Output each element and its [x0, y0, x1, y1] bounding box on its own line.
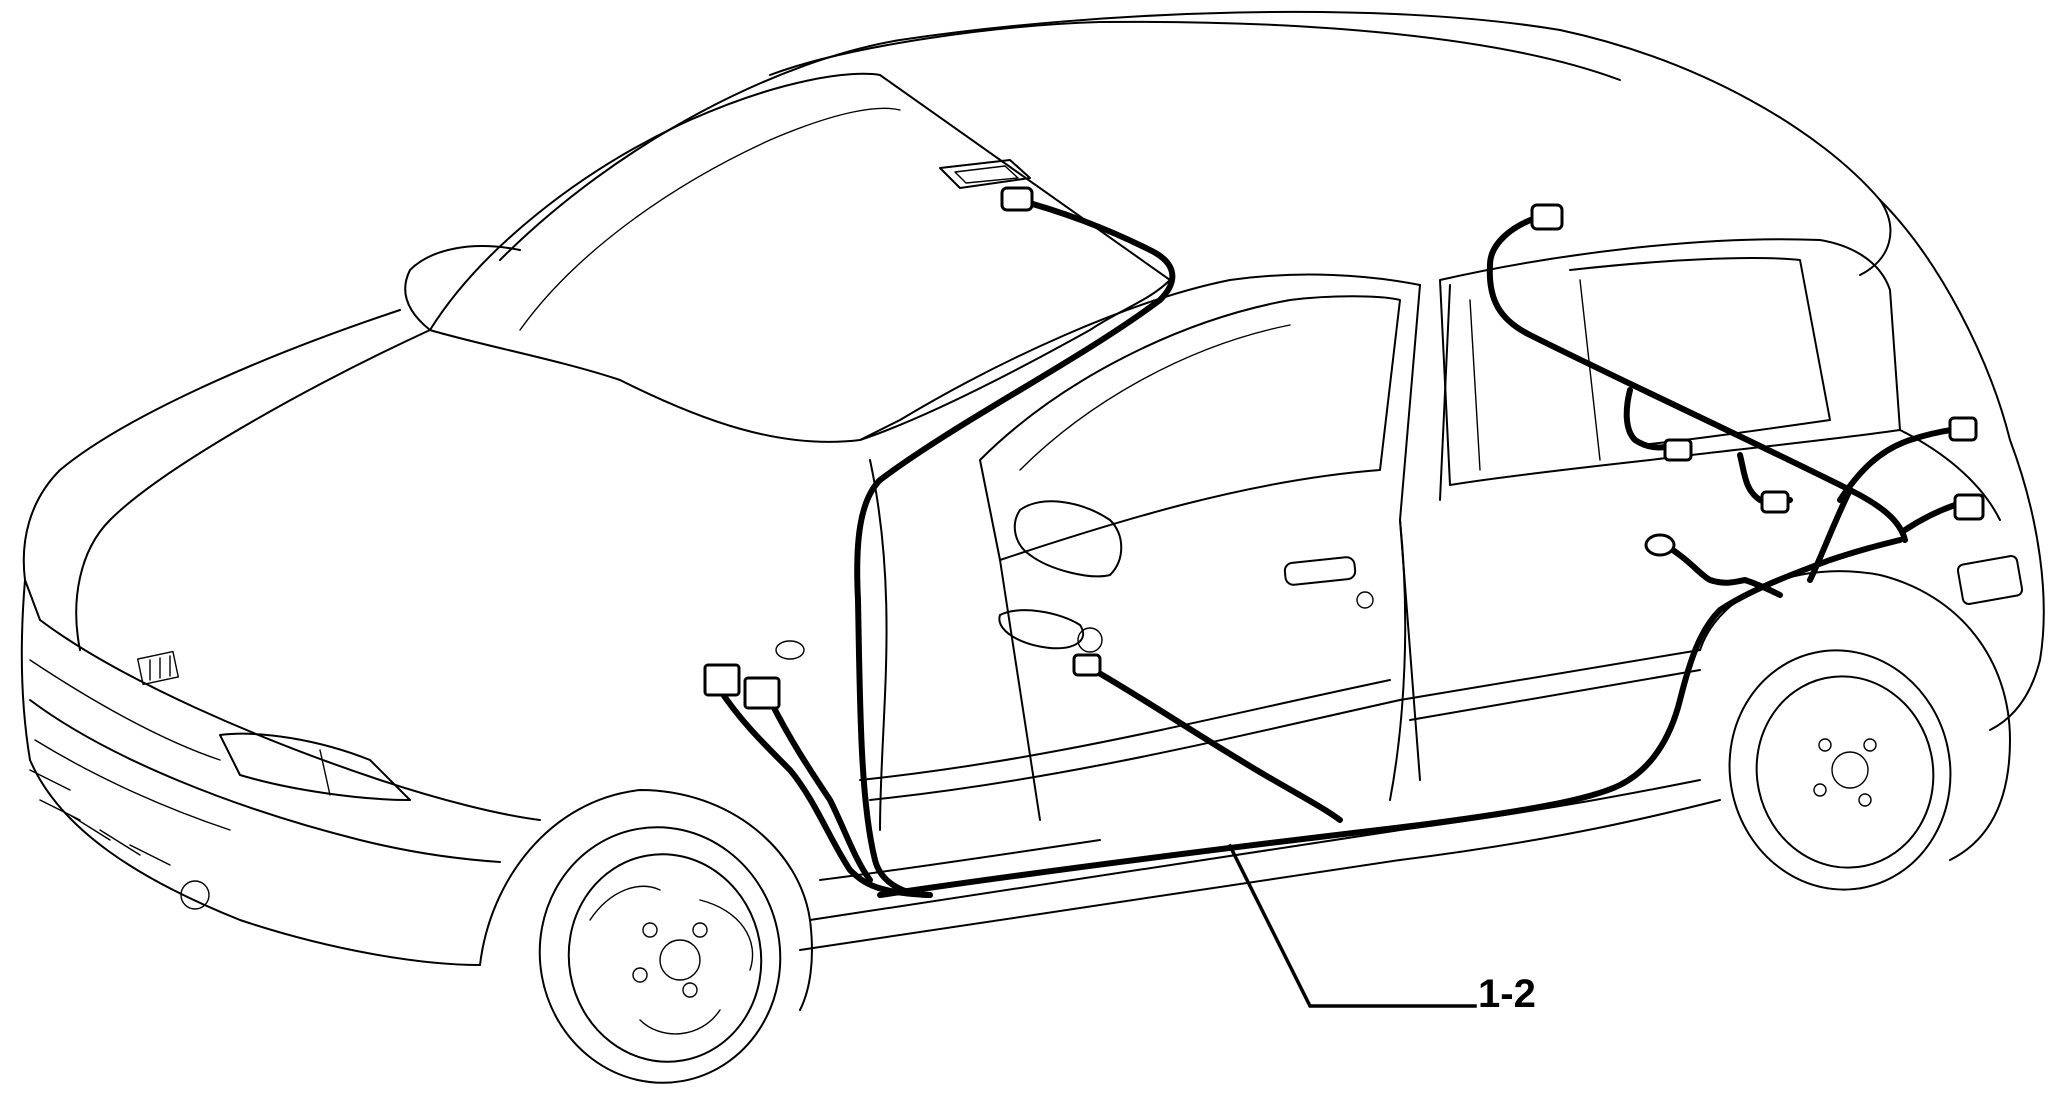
harness-main — [717, 195, 1965, 898]
tail-light-connector-lower — [1953, 493, 1985, 521]
part-number-callout: 1-2 — [1478, 972, 1536, 1016]
tail-light-connector-upper — [1948, 416, 1978, 442]
lighter-connector — [1072, 653, 1102, 677]
rear-window-connector-left — [1663, 438, 1693, 462]
car-body — [20, 10, 2045, 1084]
harness-connectors — [703, 186, 1985, 710]
rear-speaker-connector — [1644, 533, 1676, 557]
fender-connector-1 — [703, 663, 741, 697]
roof-light-connector — [1000, 186, 1034, 212]
fender-connector-2 — [743, 676, 781, 710]
rear-window-connector-right — [1760, 490, 1790, 514]
rear-roof-connector — [1530, 203, 1564, 231]
callout-leader-line — [1227, 843, 1477, 1008]
